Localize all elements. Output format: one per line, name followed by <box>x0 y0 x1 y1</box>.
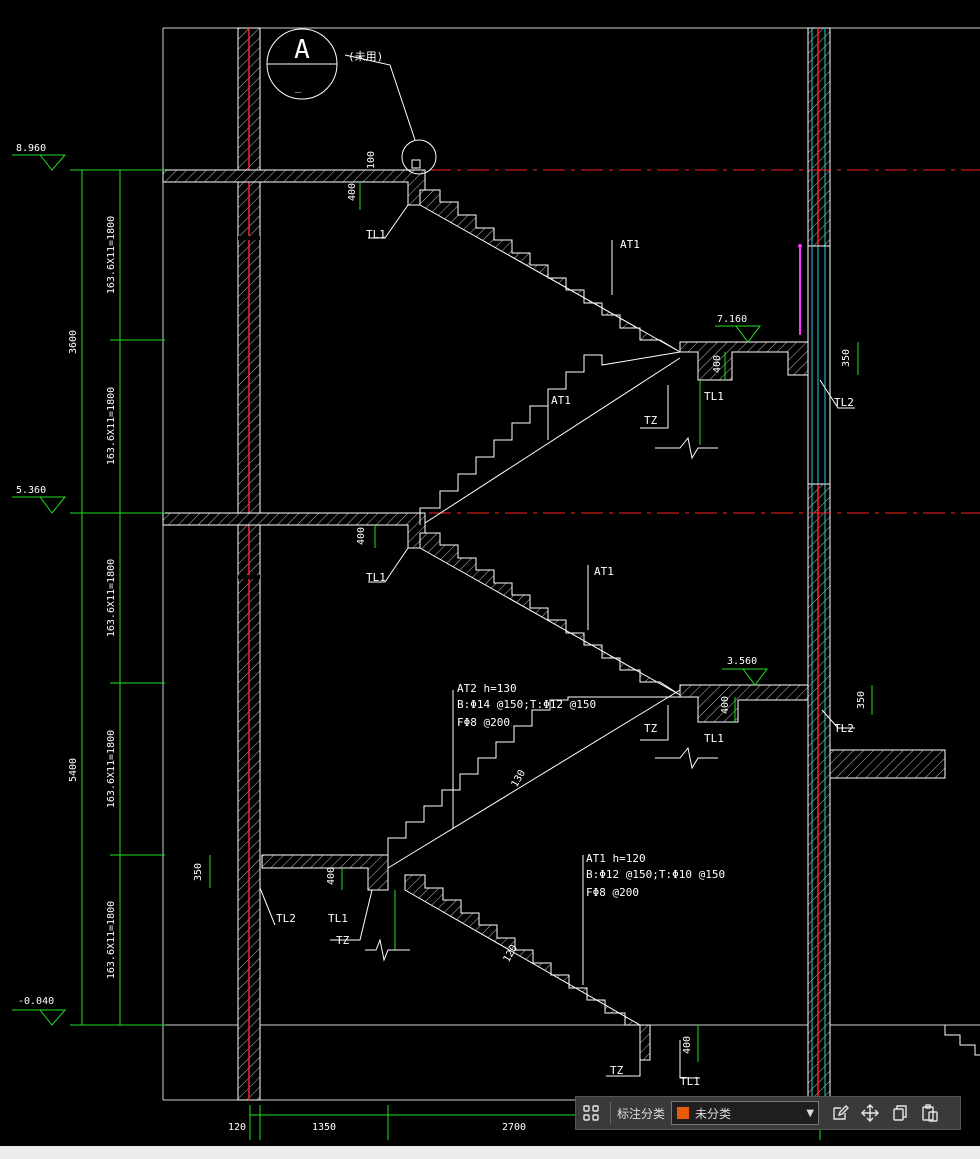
elevation-7160: 7.160 <box>717 314 747 325</box>
toolbar-divider <box>610 1102 611 1124</box>
bottom-dim-texts: 120 1350 2700 <box>228 1122 526 1133</box>
section-sub: _ <box>295 80 302 93</box>
label-at1-line2: B:Φ12 @150;T:Φ10 @150 <box>586 868 725 881</box>
label-tl2-1: TL2 <box>834 396 854 409</box>
label-at1-line3: FΦ8 @200 <box>586 886 639 899</box>
category-select[interactable]: 未分类 ▼ <box>671 1101 820 1125</box>
section-letter: A <box>294 35 310 65</box>
grid-icon[interactable] <box>576 1098 606 1128</box>
label-tl1-4: TL1 <box>704 732 724 745</box>
label-tl1-6: TL1 <box>680 1075 700 1088</box>
dim-step-2: 163.6X11=1800 <box>106 387 117 465</box>
dim-step-1: 163.6X11=1800 <box>106 216 117 294</box>
dim-5400: 5400 <box>68 758 79 782</box>
dim-400-e: 400 <box>326 867 337 885</box>
label-tl1-5: TL1 <box>328 912 348 925</box>
dim-400-a: 400 <box>347 183 358 201</box>
dimension-lines <box>70 169 873 1140</box>
dim-350-b: 350 <box>856 691 867 709</box>
elevation-minus-0040: -0.040 <box>18 996 54 1007</box>
dim-step-5: 163.6X11=1800 <box>106 901 117 979</box>
label-at1-1: AT1 <box>620 238 640 251</box>
status-strip <box>0 1146 980 1159</box>
chevron-down-icon: ▼ <box>806 1107 815 1119</box>
annotation-toolbar: 标注分类 未分类 ▼ <box>575 1096 961 1130</box>
axis-lines <box>163 169 980 514</box>
dim-3600: 3600 <box>68 330 79 354</box>
partial-stair-right <box>944 1025 980 1056</box>
vertical-dim-texts: 3600 5400 163.6X11=1800 163.6X11=1800 16… <box>68 216 117 979</box>
edit-icon[interactable] <box>825 1098 855 1128</box>
drawing-frame <box>162 27 980 1101</box>
dim-350-c: 350 <box>193 863 204 881</box>
left-wall <box>237 27 261 1101</box>
stair-flights <box>404 189 681 1061</box>
annotation-category-label: 标注分类 <box>617 1106 666 1121</box>
category-color-swatch <box>676 1106 691 1120</box>
dim-step-4: 163.6X11=1800 <box>106 730 117 808</box>
label-tl1-2: TL1 <box>366 571 386 584</box>
elevation-5360: 5.360 <box>16 485 46 496</box>
elevation-3560: 3.560 <box>727 656 757 667</box>
category-selected-value: 未分类 <box>695 1106 732 1121</box>
right-wall <box>798 27 831 1101</box>
label-at1-line1: AT1 h=120 <box>586 852 646 865</box>
label-tl2-3: TL2 <box>276 912 296 925</box>
label-tl2-2: TL2 <box>834 722 854 735</box>
stair-ascending <box>387 351 681 869</box>
move-icon[interactable] <box>855 1098 885 1128</box>
section-marker: A _ (未用) <box>266 28 437 175</box>
label-tl1-3: TL1 <box>704 390 724 403</box>
label-tz-3: TZ <box>336 934 350 947</box>
label-tz-4: TZ <box>610 1064 624 1077</box>
dim-400-b: 400 <box>356 527 367 545</box>
component-labels: AT1 AT1 AT1 TL1 TL1 TL1 TL1 TL1 TL1 TL2 … <box>276 228 854 1088</box>
dim-130: 130 <box>510 768 529 789</box>
dim-400-d: 400 <box>720 696 731 714</box>
dim-step-3: 163.6X11=1800 <box>106 559 117 637</box>
dim-bottom-2700: 2700 <box>502 1122 526 1133</box>
dim-400-f: 400 <box>682 1036 693 1054</box>
label-tl1-1: TL1 <box>366 228 386 241</box>
elevation-8960: 8.960 <box>16 143 46 154</box>
elevation-markers <box>12 154 768 1026</box>
elevation-texts: 8.960 5.360 -0.040 7.160 3.560 <box>16 143 757 1007</box>
label-at1-3: AT1 <box>594 565 614 578</box>
dim-400-c: 400 <box>712 355 723 373</box>
floor-slabs <box>162 169 946 891</box>
dim-bottom-1350: 1350 <box>312 1122 336 1133</box>
label-at2-line2: B:Φ14 @150;T:Φ12 @150 <box>457 698 596 711</box>
label-at2-line3: FΦ8 @200 <box>457 716 510 729</box>
paste-icon[interactable] <box>915 1098 945 1128</box>
label-at1-2: AT1 <box>551 394 571 407</box>
copy-icon[interactable] <box>885 1098 915 1128</box>
label-at2-line1: AT2 h=130 <box>457 682 517 695</box>
section-note: (未用) <box>348 50 383 63</box>
label-tz-1: TZ <box>644 414 658 427</box>
dim-bottom-120: 120 <box>228 1122 246 1133</box>
dim-350-a: 350 <box>841 349 852 367</box>
leader-lines <box>259 54 855 1079</box>
dim-100: 100 <box>366 151 377 169</box>
label-tz-2: TZ <box>644 722 658 735</box>
